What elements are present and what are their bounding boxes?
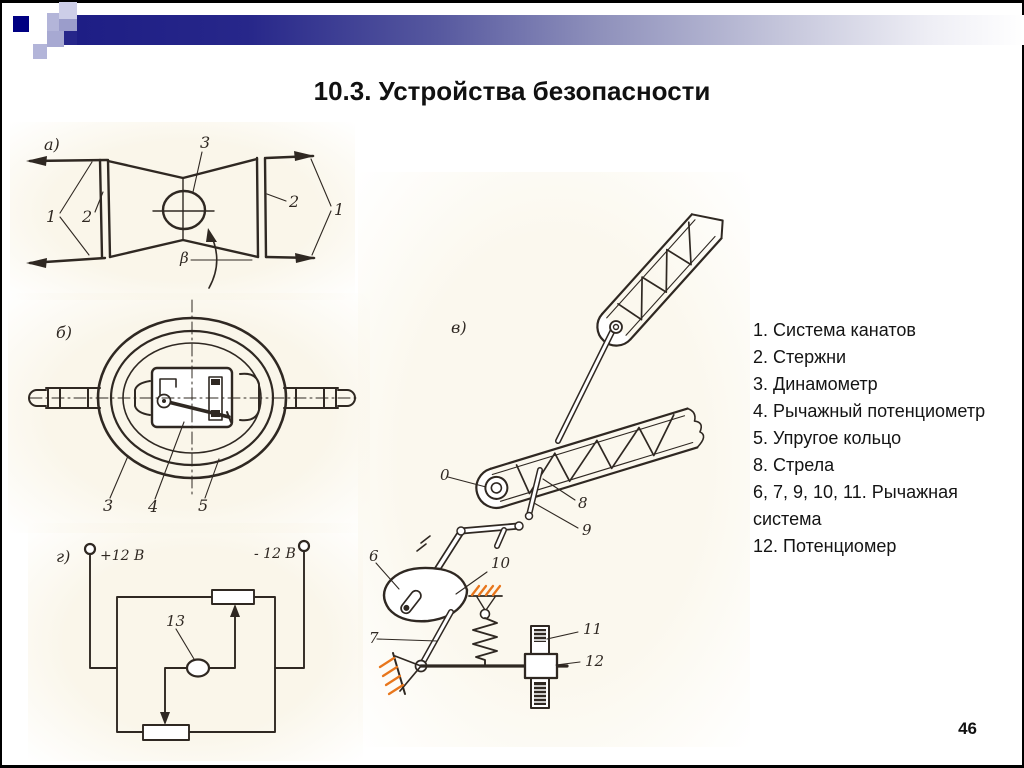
label-v7: 7 (369, 629, 379, 647)
wiper-arrowheads (160, 604, 240, 725)
slide-border-right (1022, 0, 1024, 768)
figure-v-boom-lever-system: в) 0 8 9 6 10 7 11 12 (369, 213, 724, 709)
ground-anchor-left (378, 652, 422, 696)
resistor-bottom (142, 724, 190, 741)
label-v8: 8 (578, 494, 588, 512)
boom-upper-truss (596, 213, 724, 347)
label-v10: 10 (491, 554, 511, 572)
leader-lines (59, 151, 332, 261)
header-gradient-bar (77, 15, 1024, 45)
boom-pin (612, 323, 620, 331)
label-v12: 12 (585, 652, 604, 670)
figure-v-tag: в) (451, 318, 467, 337)
label-v9: 9 (582, 521, 592, 539)
side-rod-left (28, 387, 101, 409)
arrowheads (26, 151, 316, 268)
figure-g-tag: г) (56, 547, 70, 566)
legend-item: 6, 7, 9, 10, 11. Рычажная система (753, 482, 958, 529)
label-minus-12v: - 12 В (254, 546, 296, 562)
legend: 1. Система канатов 2. Стержни 3. Динамом… (753, 317, 1018, 560)
link-9 (524, 467, 543, 521)
slide-border-bottom (0, 765, 1024, 768)
label-b3: 3 (103, 496, 113, 515)
label-b4: 4 (147, 497, 158, 516)
truss-break-line (686, 407, 705, 449)
figure-a-tag: а) (44, 135, 60, 154)
slide-border-top (0, 0, 1024, 3)
legend-item: 8. Стрела (753, 455, 835, 475)
label-rope-right: 1 (334, 200, 344, 219)
resistor-top (211, 589, 255, 605)
header-bar-step (60, 30, 77, 45)
label-v0: 0 (440, 466, 450, 484)
legend-item: 2. Стержни (753, 347, 847, 367)
label-dynamometer: 3 (200, 133, 210, 152)
slide-border-left (0, 0, 2, 768)
page-number: 46 (958, 719, 977, 738)
legend-item: 3. Динамометр (753, 374, 878, 394)
figure-b-tag: б) (56, 323, 72, 342)
legend-item: 4. Рычажный потенциометр (753, 401, 986, 421)
label-g13: 13 (166, 612, 185, 630)
boom-lower-truss (475, 407, 705, 509)
slider-block (523, 652, 559, 680)
centerline-crosshair (29, 299, 361, 498)
label-b5: 5 (198, 496, 208, 515)
clamp-right (239, 372, 260, 422)
label-beta-angle: β (179, 249, 189, 267)
deco-square-lavender-2 (59, 2, 77, 19)
legend-item: 1. Система канатов (753, 320, 916, 340)
rod-7 (419, 609, 454, 667)
deco-square-lavender-3 (59, 19, 77, 31)
cam-plate (382, 566, 469, 623)
deco-square-lavender-5 (33, 44, 47, 59)
tie-rod (555, 327, 616, 444)
beta-arrowhead (206, 228, 217, 242)
legend-item: 12. Потенциомер (753, 536, 897, 556)
leader-lines (375, 476, 581, 666)
spring-anchor (468, 584, 503, 620)
ropes (106, 157, 260, 259)
terminal-minus (297, 539, 311, 553)
deco-square-navy (13, 16, 29, 32)
label-rod-left: 2 (81, 207, 92, 226)
figure-b-dynamometer: б) 3 4 5 (28, 299, 361, 516)
label-rod-right: 2 (288, 192, 299, 211)
label-v6: 6 (369, 547, 379, 565)
spring (472, 617, 498, 667)
rod-bars (98, 156, 268, 259)
figure-a-rope-system: а) 1 2 3 2 1 β (26, 133, 344, 289)
leader-13 (175, 628, 195, 660)
side-rod-right (283, 387, 356, 409)
label-rope-left: 1 (46, 207, 56, 226)
cam-slot (400, 589, 422, 615)
label-plus-12v: +12 В (100, 548, 144, 564)
label-v11: 11 (583, 620, 602, 638)
leader-lines (109, 421, 220, 500)
wires (89, 550, 305, 733)
legend-item: 5. Упругое кольцо (753, 428, 902, 448)
figure-g-circuit: г) +12 В - 12 В 13 (56, 539, 311, 741)
galvanometer (185, 658, 211, 678)
deco-square-lavender-4 (47, 31, 64, 47)
rope-arrows (28, 154, 316, 265)
dynamometer-circle (161, 189, 207, 231)
terminal-plus (83, 542, 97, 556)
slide-title: 10.3. Устройства безопасности (313, 76, 711, 106)
